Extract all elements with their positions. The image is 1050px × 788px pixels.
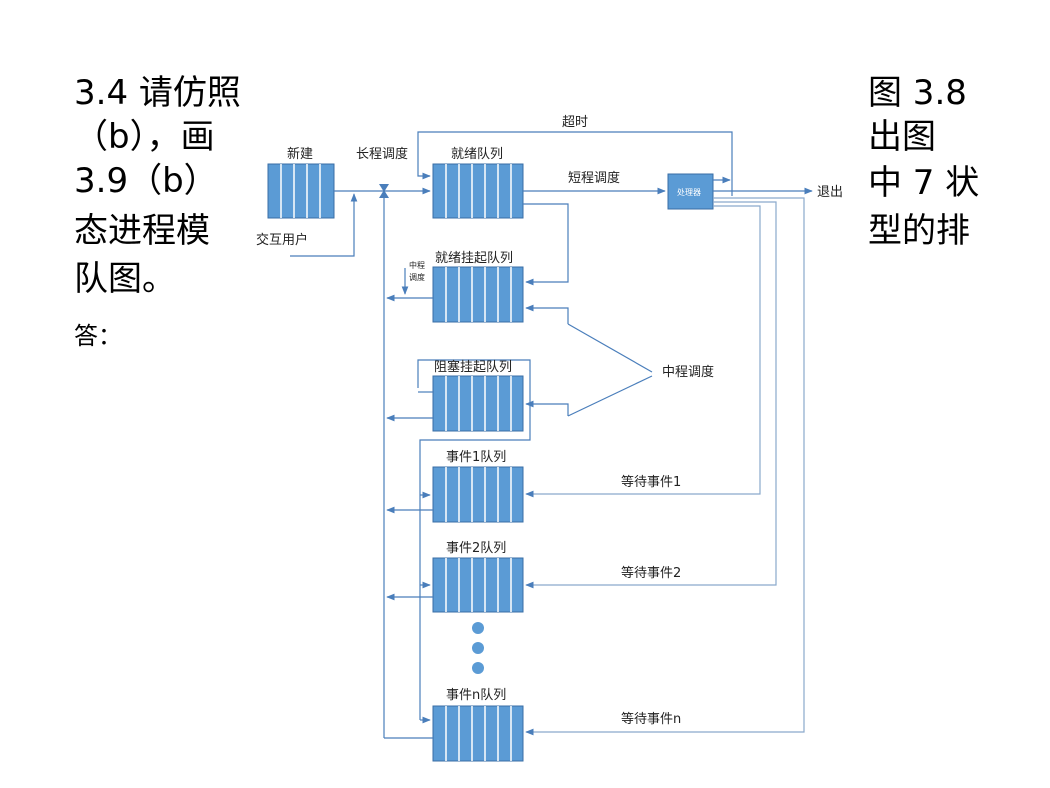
question-text-right-line-2: 出图 (868, 117, 936, 157)
event1-queue (432, 466, 524, 523)
question-text-left-line-4: 态进程模 (74, 211, 210, 251)
question-text-right-line-3: 中 7 状 (868, 163, 980, 203)
arrow-wait-event2 (525, 201, 777, 589)
question-text-right-line-4: 型的排 (868, 211, 970, 251)
label-mid-term-scheduling: 中程调度 (662, 364, 714, 380)
label-wait-eventn: 等待事件n (621, 711, 681, 727)
label-short-term-scheduling: 短程调度 (568, 170, 620, 186)
arrow-mid-to-ready-suspend (525, 304, 569, 324)
event2-queue (432, 557, 524, 613)
label-event2-queue: 事件2队列 (446, 541, 506, 556)
label-wait-event1: 等待事件1 (621, 474, 681, 490)
label-interactive-user: 交互用户 (256, 232, 308, 248)
label-mid-small-1: 中程 (409, 260, 425, 270)
answer-label: 答： (74, 322, 122, 350)
question-text-left-line-1: 3.4 请仿照 (74, 73, 241, 113)
question-text-left-line-2: （b），画 (74, 117, 215, 157)
label-ready-queue: 就绪队列 (451, 147, 503, 162)
ready-queue (432, 163, 524, 219)
label-new: 新建 (287, 146, 313, 162)
arrow-mid-to-blocked-suspend (525, 400, 569, 416)
label-blocked-suspend-queue: 阻塞挂起队列 (434, 359, 512, 375)
label-long-term-scheduling: 长程调度 (356, 146, 408, 162)
label-timeout: 超时 (562, 115, 588, 130)
ready-suspend-queue (432, 266, 524, 323)
blocked-suspend-link (417, 359, 531, 720)
label-exit: 退出 (817, 185, 843, 200)
label-processor: 处理器 (677, 187, 701, 197)
ellipsis-dot (472, 662, 484, 674)
arrow-wait-eventn (525, 197, 805, 736)
question-text-left-line-3: 3.9（b） (74, 161, 218, 201)
arrow-interactive-user (290, 193, 358, 257)
question-text-right-line-1: 图 3.8 (868, 73, 967, 113)
question-text-left-line-5: 队图。 (74, 259, 176, 299)
label-ready-suspend-queue: 就绪挂起队列 (435, 251, 513, 266)
label-mid-small-2: 调度 (409, 272, 425, 282)
ellipsis-dot (472, 642, 484, 654)
label-wait-event2: 等待事件2 (621, 565, 681, 581)
arrow-timeout (417, 131, 733, 196)
mid-term-line-upper (567, 323, 653, 373)
mid-term-line-lower (567, 375, 653, 417)
new-queue (267, 163, 335, 219)
label-eventn-queue: 事件n队列 (446, 688, 506, 703)
arrow-ready-to-ready-suspend (523, 203, 569, 286)
ellipsis-dot (472, 622, 484, 634)
eventn-queue (432, 705, 524, 762)
label-event1-queue: 事件1队列 (446, 450, 506, 465)
processor-box (667, 173, 714, 210)
blocked-suspend-queue (432, 375, 524, 432)
arrow-wait-event1 (525, 205, 761, 498)
